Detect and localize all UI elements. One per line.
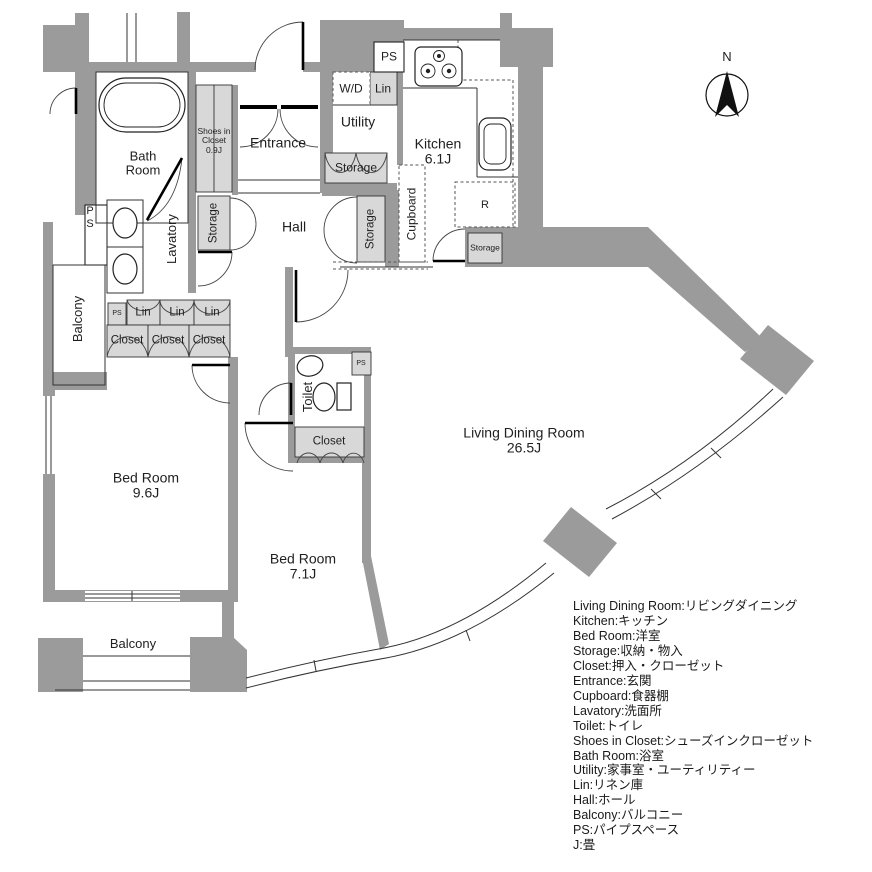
- door-leaves: [74, 22, 465, 425]
- label-washer-dryer: W/D: [339, 81, 363, 96]
- closet3-box: [188, 324, 231, 358]
- label-storage-utility: Storage: [334, 160, 378, 175]
- legend-line: Storage:収納・物入: [573, 643, 683, 658]
- outline-layer: [52, 39, 518, 691]
- cupboard-box: [398, 164, 426, 263]
- storage-hall-west-box: [197, 195, 231, 251]
- room-label-balcony-west: Balcony: [69, 295, 85, 343]
- label-lin-2: Lin: [169, 306, 185, 319]
- ps-toilet-box: [351, 351, 372, 376]
- legend-line: Bath Room:浴室: [573, 748, 665, 763]
- dashed-layer: [332, 40, 516, 270]
- fixtures-layer: [98, 46, 512, 412]
- label-cupboard: Cupboard: [404, 187, 419, 241]
- room-label-living-dining: Living Dining Room 26.5J: [463, 424, 585, 456]
- storage-utility-box: [324, 152, 388, 184]
- label-closet-1: Closet: [110, 334, 144, 347]
- lin2-box: [159, 299, 195, 326]
- legend-line: Kitchen:キッチン: [573, 613, 669, 628]
- lin1-box: [126, 299, 161, 326]
- label-ps-toilet: PS: [356, 360, 366, 368]
- label-ps-west: PS: [84, 205, 97, 231]
- lavatory-sinks-icon: [112, 207, 138, 285]
- legend-line: PS:パイプスペース: [573, 823, 680, 838]
- room-label-kitchen: Kitchen 6.1J: [414, 135, 462, 167]
- kitchen-pass-dashed: [333, 261, 428, 270]
- legend-line: Utility:家事室・ユーティリティー: [573, 763, 756, 778]
- compass-icon: [705, 71, 749, 117]
- lin3-box: [193, 299, 231, 326]
- storage-hall-east-box: [356, 195, 386, 263]
- lin-top-box: [369, 71, 398, 106]
- room-label-shoes-in-closet: Shoes in Closet 0.9J: [197, 125, 231, 155]
- legend-line: Balcony:バルコニー: [573, 808, 684, 823]
- storage-boxes-layer: [106, 71, 503, 458]
- room-label-lavatory: Lavatory: [163, 214, 179, 264]
- doors-layer: [49, 21, 466, 472]
- closet2-box: [147, 324, 190, 358]
- pillar-south: [543, 507, 617, 577]
- legend-line: Entrance:玄関: [573, 673, 652, 688]
- compass-north-label: N: [722, 48, 732, 64]
- label-ps-small: PS: [112, 310, 122, 318]
- label-lin-1: Lin: [135, 306, 151, 319]
- room-label-utility: Utility: [340, 113, 376, 130]
- closet-bed7-box: [294, 426, 365, 458]
- windows-layer: [43, 396, 180, 601]
- legend-line: Hall:ホール: [573, 793, 636, 808]
- legend-line: Cupboard:食器棚: [573, 688, 669, 703]
- pillar-east: [740, 325, 814, 395]
- label-storage-kitchen: Storage: [470, 242, 500, 253]
- label-closet-3: Closet: [192, 334, 226, 347]
- stove-icon: [414, 46, 463, 87]
- legend-line: Bed Room:洋室: [573, 628, 661, 643]
- room-label-entrance: Entrance: [249, 134, 307, 151]
- legend-line: Shoes in Closet:シューズインクローゼット: [573, 733, 814, 748]
- room-label-bed-room-2: Bed Room 7.1J: [269, 550, 337, 582]
- label-ps-top: PS: [380, 49, 398, 64]
- legend-line: Lavatory:洗面所: [573, 703, 662, 718]
- storage-kitchen-box: [467, 232, 503, 264]
- room-label-toilet: Toilet: [299, 381, 315, 413]
- refrigerator-box: [454, 181, 516, 228]
- label-closet-2: Closet: [151, 334, 185, 347]
- label-storage-hall-east: Storage: [364, 208, 377, 250]
- label-lin-top: Lin: [374, 81, 392, 96]
- label-storage-hall-west: Storage: [207, 202, 220, 244]
- legend-line: J:畳: [573, 838, 596, 853]
- duct-lines: [126, 13, 137, 62]
- label-lin-3: Lin: [204, 306, 220, 319]
- room-label-hall: Hall: [281, 218, 307, 235]
- label-refrigerator: R: [481, 198, 489, 211]
- ps-top-box: [373, 41, 405, 73]
- room-label-bed-room-1: Bed Room 9.6J: [112, 469, 180, 501]
- legend-line: Toilet:トイレ: [573, 718, 644, 733]
- room-label-balcony-south: Balcony: [109, 635, 157, 651]
- label-closet-bed7: Closet: [312, 435, 346, 448]
- washer-dryer-box: [332, 71, 371, 106]
- toilet-icon: [296, 355, 352, 412]
- room-label-bath: Bath Room: [125, 148, 161, 178]
- bathtub-icon: [98, 77, 186, 133]
- legend-line: Closet:押入・クローゼット: [573, 658, 725, 673]
- legend-line: Living Dining Room:リビングダイニング: [573, 599, 798, 613]
- legend: Living Dining Room:リビングダイニング Kitchen:キッチ…: [573, 599, 813, 853]
- curved-window-wall: [245, 388, 784, 689]
- kitchen-sink-icon: [478, 117, 512, 171]
- legend-line: Lin:リネン庫: [573, 778, 644, 793]
